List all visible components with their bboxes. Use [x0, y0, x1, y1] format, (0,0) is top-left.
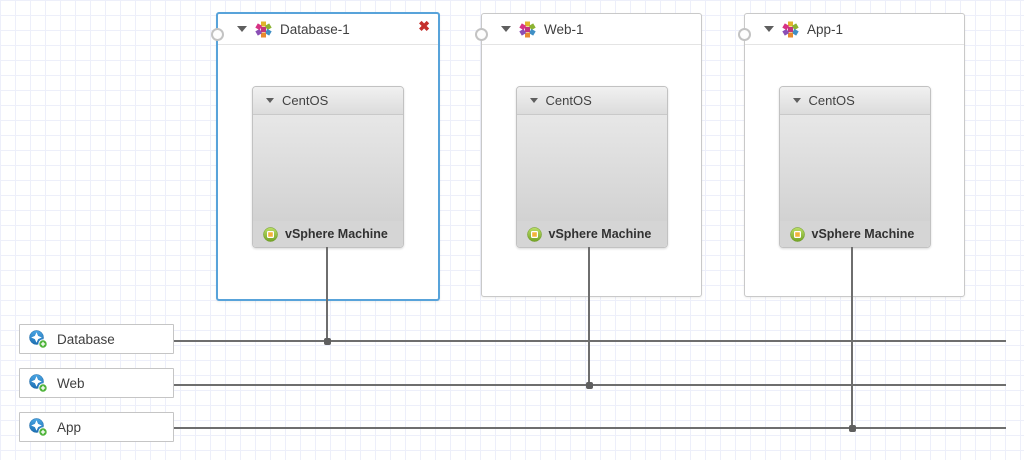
network-label: App	[57, 419, 82, 435]
machine-title: Web-1	[544, 21, 584, 37]
database-network-line[interactable]	[174, 340, 1006, 342]
collapse-triangle-icon[interactable]	[792, 98, 801, 103]
vm-body	[516, 115, 667, 221]
machine-node-header[interactable]: Database-1 ✖	[218, 14, 438, 45]
vm-type-footer: vSphere Machine	[516, 221, 667, 247]
machine-pinwheel-icon	[782, 21, 799, 37]
junction-dot	[586, 382, 593, 389]
connection-anchor[interactable]	[211, 28, 224, 41]
machine-pinwheel-icon	[519, 21, 536, 37]
network-node-web[interactable]: Web	[19, 368, 174, 398]
vm-type-footer: vSphere Machine	[779, 221, 930, 247]
junction-dot	[324, 338, 331, 345]
network-icon	[29, 373, 48, 393]
vm-body	[253, 115, 403, 221]
close-icon[interactable]: ✖	[418, 18, 430, 34]
vsphere-machine-icon	[789, 226, 805, 242]
vm-type-footer: vSphere Machine	[253, 221, 403, 247]
network-node-app[interactable]: App	[19, 412, 174, 442]
machine-pinwheel-icon	[255, 21, 272, 37]
machine-node-header[interactable]: App-1	[745, 14, 964, 45]
collapse-triangle-icon[interactable]	[764, 26, 774, 32]
machine-node-header[interactable]: Web-1	[482, 14, 701, 45]
vm-os-header[interactable]: CentOS	[253, 87, 403, 115]
vm-type-label: vSphere Machine	[285, 227, 388, 241]
machine-node-database-1[interactable]: Database-1 ✖ CentOS vSphere Machine	[211, 12, 440, 301]
collapse-triangle-icon[interactable]	[237, 26, 247, 32]
machine-node-app-1[interactable]: App-1 CentOS vSphere Machine	[738, 13, 965, 297]
machine-title: App-1	[807, 21, 844, 37]
app-network-line[interactable]	[174, 427, 1006, 429]
network-icon	[29, 329, 48, 349]
collapse-triangle-icon[interactable]	[501, 26, 511, 32]
vm-body	[779, 115, 930, 221]
connector-web-1-to-web-network[interactable]	[588, 247, 590, 386]
vm-os-label: CentOS	[545, 93, 592, 108]
vm-box[interactable]: CentOS vSphere Machine	[515, 86, 668, 248]
vm-os-label: CentOS	[282, 93, 329, 108]
machine-title: Database-1	[280, 21, 350, 37]
connection-anchor[interactable]	[738, 28, 751, 41]
machine-node-web-1[interactable]: Web-1 CentOS vSphere Machine	[475, 13, 702, 297]
collapse-triangle-icon[interactable]	[529, 98, 538, 103]
vsphere-machine-icon	[263, 226, 278, 242]
vm-os-header[interactable]: CentOS	[779, 87, 930, 115]
network-label: Web	[57, 375, 85, 391]
connection-anchor[interactable]	[475, 28, 488, 41]
vm-os-header[interactable]: CentOS	[516, 87, 667, 115]
vm-box[interactable]: CentOS vSphere Machine	[252, 86, 404, 248]
connector-app-1-to-app-network[interactable]	[851, 247, 853, 429]
vm-box[interactable]: CentOS vSphere Machine	[778, 86, 931, 248]
network-label: Database	[57, 331, 115, 347]
vm-type-label: vSphere Machine	[548, 227, 652, 241]
connector-database-1-to-database-network[interactable]	[326, 247, 328, 342]
collapse-triangle-icon[interactable]	[266, 98, 274, 103]
network-node-database[interactable]: Database	[19, 324, 174, 354]
vm-os-label: CentOS	[808, 93, 855, 108]
junction-dot	[849, 425, 856, 432]
network-icon	[29, 417, 48, 437]
vm-type-label: vSphere Machine	[811, 227, 915, 241]
vsphere-machine-icon	[526, 226, 542, 242]
